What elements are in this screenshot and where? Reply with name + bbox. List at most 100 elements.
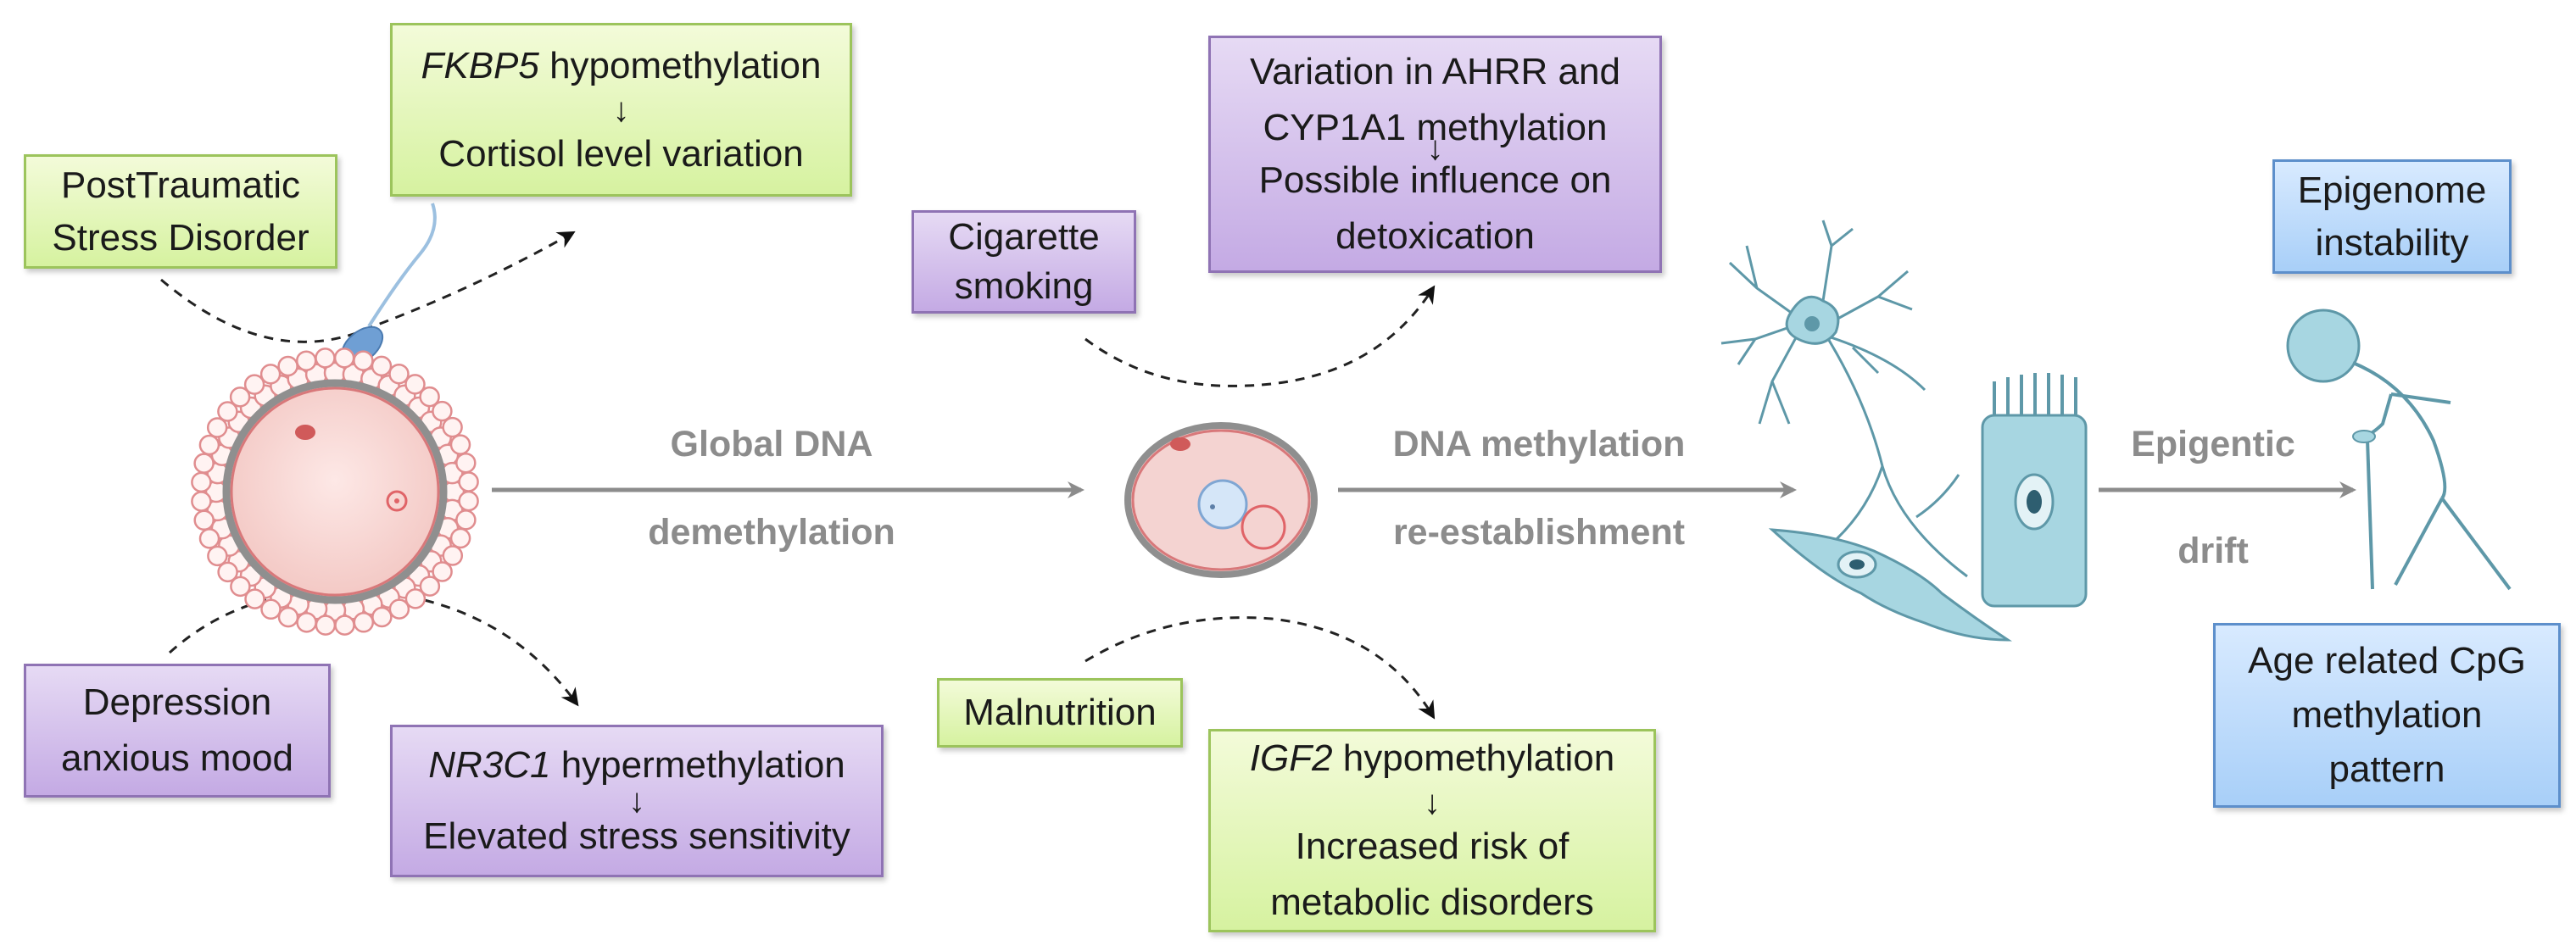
- oocyte-icon: [191, 348, 479, 636]
- corona-cell: [388, 363, 410, 385]
- corona-cell: [198, 434, 220, 456]
- down-arrow-icon: ↓: [1426, 130, 1444, 167]
- down-arrow-icon: ↓: [628, 782, 645, 820]
- elderly-figure-icon: [2286, 309, 2512, 591]
- smoking-line1: Cigarette: [948, 216, 1100, 258]
- stage-demethylation-line2: demethylation: [648, 512, 895, 553]
- fkbp5-box: FKBP5 hypomethylation ↓ Cortisol level v…: [390, 23, 852, 197]
- corona-cell: [388, 598, 410, 620]
- corona-cell: [353, 612, 375, 633]
- corona-cell: [334, 615, 355, 636]
- epithelial-cell-icon: [1981, 373, 2088, 608]
- cpg-line3: pattern: [2328, 748, 2445, 790]
- igf2-line2: Increased risk of: [1295, 826, 1570, 867]
- corona-cell: [229, 387, 251, 408]
- down-arrow-icon: ↓: [1424, 784, 1441, 821]
- fkbp5-gene: FKBP5: [421, 44, 539, 86]
- ptsd-label: PostTraumatic Stress Disorder: [52, 164, 309, 259]
- smoking-box: Cigarette smoking: [912, 210, 1136, 314]
- corona-cell: [432, 400, 453, 422]
- cpg-pattern-box: Age related CpG methylation pattern: [2213, 623, 2561, 808]
- cpg-line1: Age related CpG: [2248, 640, 2526, 681]
- sperm-icon: [340, 203, 437, 366]
- corona-cell: [353, 350, 374, 371]
- ahrr-line1: Variation in AHRR and: [1250, 51, 1620, 92]
- nr3c1-box: NR3C1 hypermethylation ↓ Elevated stress…: [390, 725, 884, 877]
- instability-line1: Epigenome: [2297, 169, 2487, 211]
- corona-cell: [191, 471, 212, 493]
- corona-cell: [217, 401, 238, 422]
- ahrr-line3: Possible influence on: [1258, 159, 1612, 201]
- depression-to-nr3c1-arrow: [168, 588, 579, 707]
- corona-cell: [260, 598, 282, 620]
- depression-box: Depression anxious mood: [24, 664, 331, 798]
- corona-cell: [419, 386, 440, 408]
- corona-cell: [295, 350, 317, 371]
- fkbp5-result: Cortisol level variation: [438, 132, 804, 175]
- malnutrition-to-igf2-arrow: [1084, 616, 1436, 720]
- corona-cell: [277, 355, 298, 377]
- corona-cell: [277, 606, 299, 628]
- corona-cell: [449, 527, 471, 549]
- corona-cell: [371, 606, 393, 628]
- corona-cell: [243, 374, 265, 395]
- stage-reestablishment-line2: re-establishment: [1392, 512, 1686, 553]
- spindle-cell-icon: [1768, 528, 2013, 642]
- corona-cell: [442, 545, 464, 566]
- down-arrow-icon: ↓: [612, 91, 630, 129]
- nr3c1-line: NR3C1 hypermethylation: [428, 737, 845, 793]
- corona-cell: [458, 471, 479, 492]
- smoking-line2: smoking: [954, 265, 1094, 307]
- corona-cell: [198, 528, 220, 549]
- corona-cell: [207, 545, 228, 567]
- zygote-icon: [1124, 422, 1318, 578]
- corona-cell: [217, 561, 238, 583]
- igf2-box: IGF2 hypomethylation ↓ Increased risk of…: [1208, 729, 1656, 932]
- fkbp5-change: hypomethylation: [538, 44, 822, 86]
- igf2-line: IGF2 hypomethylation: [1250, 731, 1614, 787]
- malnutrition-label: Malnutrition: [963, 692, 1157, 733]
- igf2-gene: IGF2: [1249, 737, 1333, 779]
- neuron-nucleus: [1804, 316, 1820, 331]
- stage-demethylation-line1: Global DNA: [670, 424, 873, 464]
- ahrr-box: Variation in AHRR and CYP1A1 methylation…: [1208, 36, 1662, 273]
- igf2-line3: metabolic disorders: [1270, 881, 1594, 923]
- corona-cell: [191, 491, 212, 512]
- corona-cell: [432, 561, 453, 582]
- corona-cell: [244, 588, 265, 609]
- corona-cell: [419, 576, 441, 597]
- malnutrition-box: Malnutrition: [937, 678, 1183, 748]
- corona-cell: [442, 416, 463, 438]
- stage-drift-line2: drift: [2177, 531, 2249, 571]
- corona-cell: [371, 355, 393, 377]
- corona-cell: [193, 453, 215, 474]
- neuron-icon: [1720, 220, 1968, 578]
- corona-cell: [455, 509, 477, 531]
- fkbp5-line: FKBP5 hypomethylation: [421, 38, 821, 94]
- corona-cell: [315, 615, 337, 636]
- corona-cell: [259, 364, 282, 385]
- ahrr-line2: CYP1A1 methylation: [1263, 107, 1608, 148]
- corona-cell: [449, 434, 471, 455]
- ptsd-to-fkbp5-arrow: [160, 231, 576, 343]
- smoking-to-ahrr-arrow: [1084, 285, 1436, 387]
- nr3c1-result: Elevated stress sensitivity: [423, 815, 850, 857]
- ptsd-box: PostTraumatic Stress Disorder: [24, 154, 337, 269]
- instability-line2: instability: [2315, 221, 2469, 264]
- stage-reestablishment-line1: DNA methylation: [1392, 424, 1686, 464]
- stage-drift-line1: Epigentic: [2131, 424, 2295, 464]
- corona-cell: [404, 588, 427, 609]
- nr3c1-gene: NR3C1: [428, 744, 551, 786]
- corona-cell: [455, 452, 477, 474]
- depression-line1: Depression: [82, 681, 272, 723]
- nr3c1-change: hypermethylation: [550, 744, 845, 786]
- depression-line2: anxious mood: [61, 737, 293, 779]
- corona-cell: [206, 417, 228, 438]
- corona-cell: [404, 374, 426, 395]
- igf2-change: hypomethylation: [1332, 737, 1615, 779]
- corona-cell: [296, 612, 317, 633]
- corona-cell: [315, 348, 336, 369]
- corona-cell: [458, 490, 479, 512]
- cpg-line2: methylation: [2291, 694, 2483, 736]
